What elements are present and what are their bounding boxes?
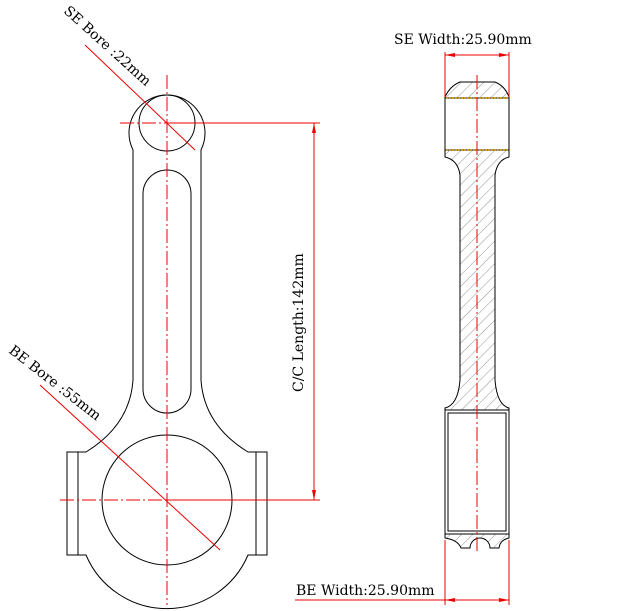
be-bore-label: BE Bore :55mm xyxy=(6,343,104,425)
side-section xyxy=(444,81,510,463)
be-width-label: BE Width:25.90mm xyxy=(296,583,435,599)
front-view: SE Bore :22mm BE Bore :55mm C/C Length:1… xyxy=(6,3,320,610)
se-bore-label: SE Bore :22mm xyxy=(60,3,154,89)
side-view: SE Width:25.90mm BE Width:25.90mm xyxy=(295,32,532,605)
big-end-cap xyxy=(444,533,510,549)
cc-length-label: C/C Length:142mm xyxy=(291,253,307,392)
se-width-label: SE Width:25.90mm xyxy=(394,32,532,48)
